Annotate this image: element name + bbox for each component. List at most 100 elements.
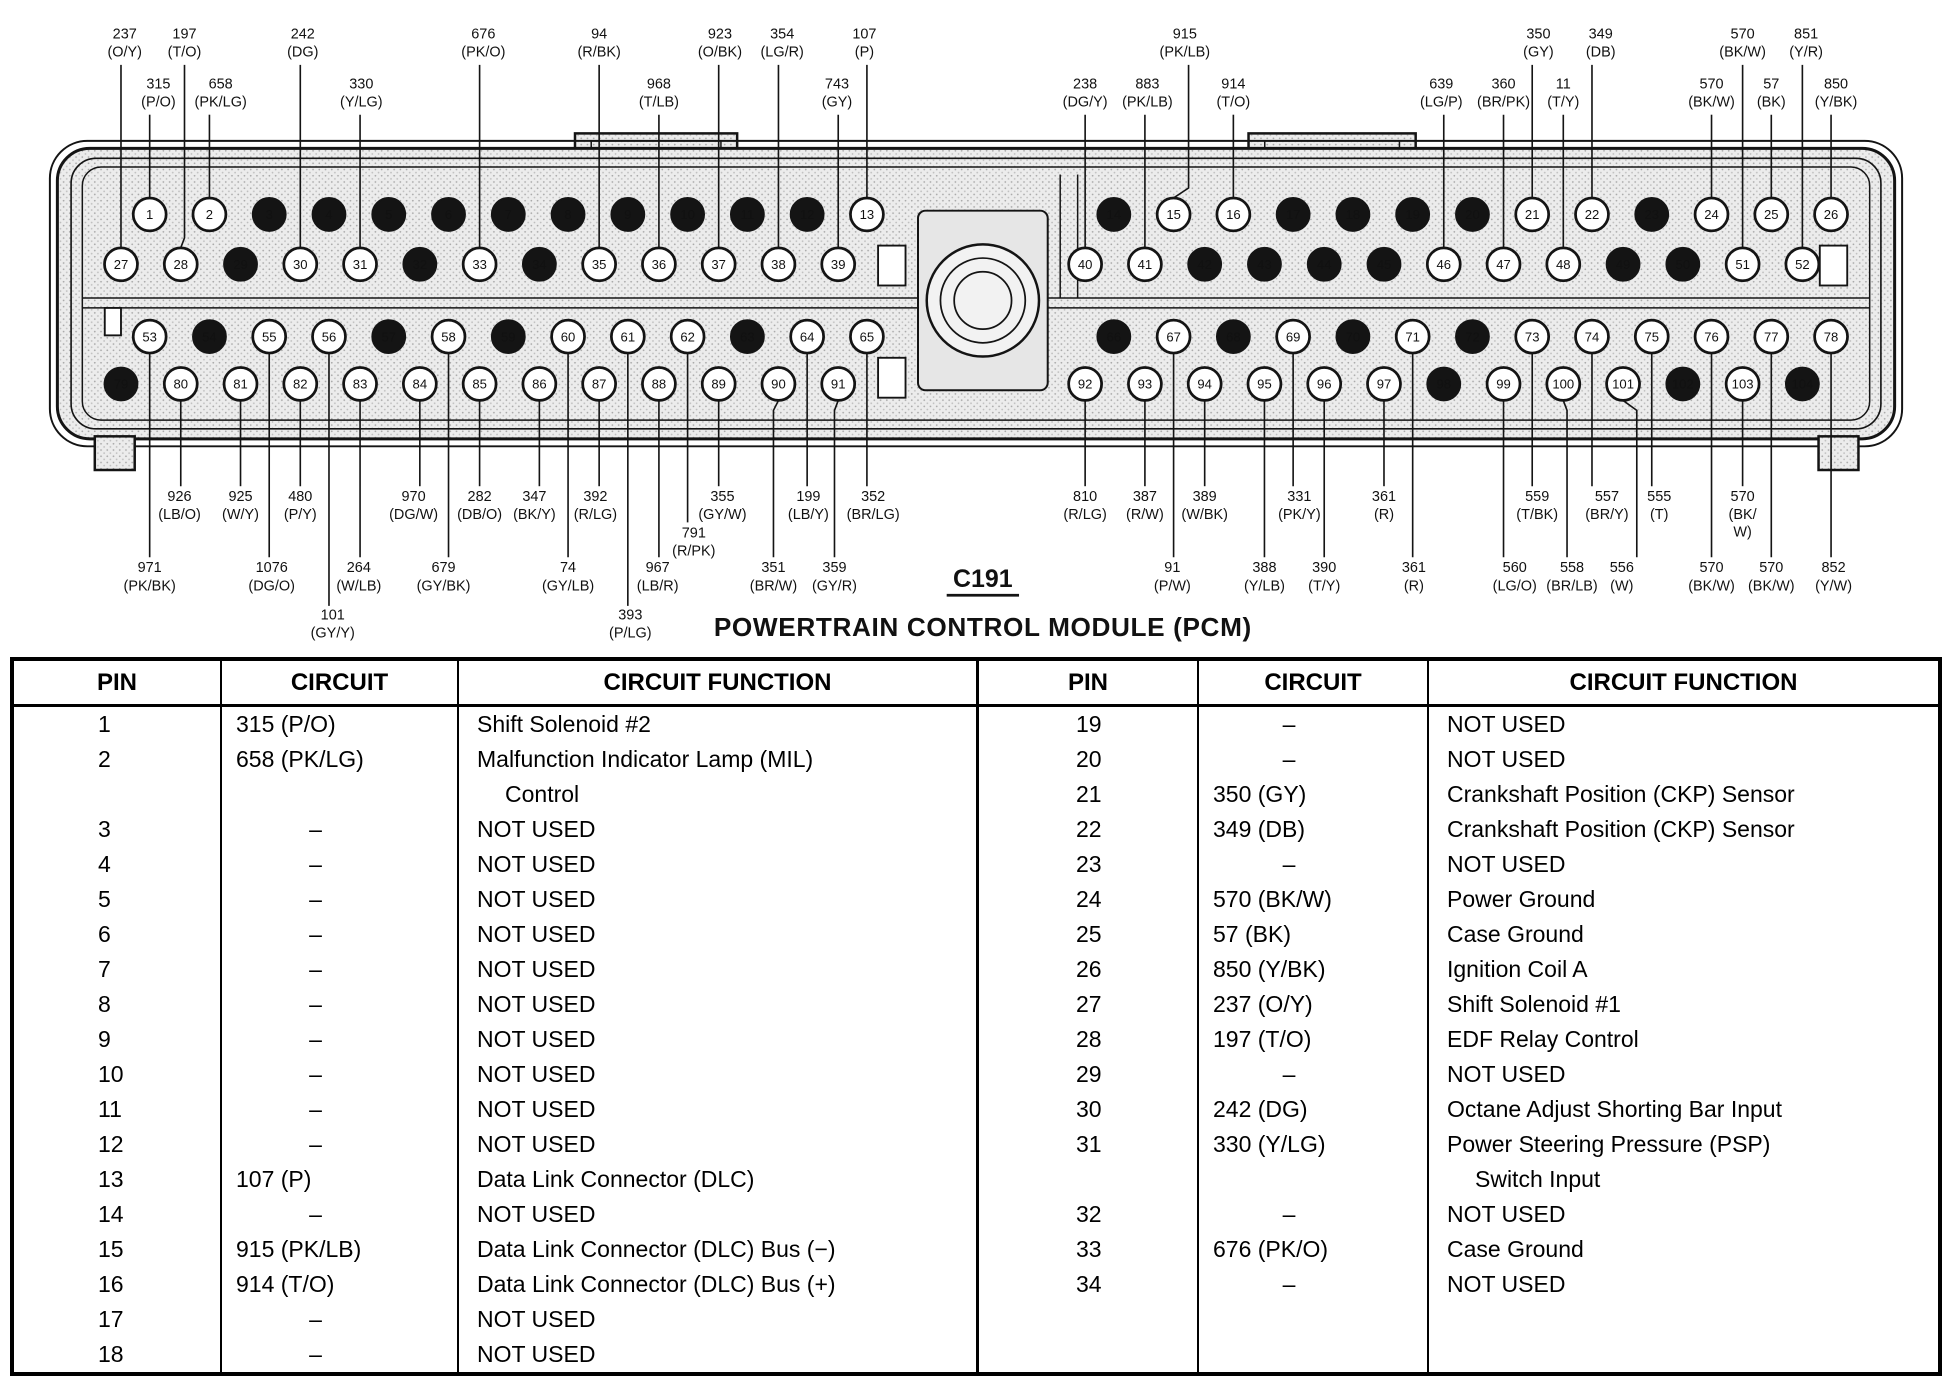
svg-text:(BK/: (BK/ — [1729, 507, 1758, 523]
svg-text:480: 480 — [288, 489, 312, 505]
pin-cell: 34 — [979, 1267, 1199, 1302]
svg-text:(BK): (BK) — [1757, 95, 1786, 111]
svg-text:68: 68 — [1226, 329, 1241, 344]
keyway — [1818, 244, 1849, 287]
function-cell: Data Link Connector (DLC) — [459, 1162, 979, 1197]
circuit-cell: – — [222, 1337, 459, 1372]
pin-cell: 8 — [14, 987, 222, 1022]
leader-line — [1562, 400, 1568, 558]
wire-label: 570(BK/W) — [1729, 489, 1758, 541]
svg-text:74: 74 — [560, 560, 576, 576]
svg-text:92: 92 — [1078, 377, 1093, 392]
svg-text:(BR/W): (BR/W) — [750, 578, 797, 594]
pin-22: 22 — [1574, 196, 1610, 233]
svg-text:96: 96 — [1317, 377, 1332, 392]
pin-cell — [979, 1162, 1199, 1197]
pin-100: 100 — [1545, 366, 1582, 402]
svg-text:6: 6 — [445, 207, 452, 222]
circuit-cell — [222, 777, 459, 812]
keyway — [877, 244, 907, 287]
wire-label: 315(P/O) — [141, 77, 176, 111]
pin-56: 56 — [311, 318, 347, 355]
pin-90: 90 — [760, 366, 797, 402]
wire-label: 390(T/Y) — [1308, 560, 1340, 594]
pin-cell: 11 — [14, 1092, 222, 1127]
pin-84: 84 — [401, 366, 438, 402]
svg-text:34: 34 — [532, 257, 547, 272]
pin-23: 23 — [1634, 197, 1670, 232]
pin-36: 36 — [641, 246, 677, 283]
diagram-title: POWERTRAIN CONTROL MODULE (PCM) — [714, 612, 1252, 642]
svg-text:38: 38 — [771, 257, 786, 272]
svg-text:72: 72 — [1465, 329, 1480, 344]
pin-31: 31 — [342, 246, 378, 283]
circuit-cell: 914 (T/O) — [222, 1267, 459, 1302]
function-cell: NOT USED — [459, 1022, 979, 1057]
svg-text:23: 23 — [1644, 207, 1659, 222]
circuit-cell — [1199, 1337, 1429, 1372]
wire-label: 925(W/Y) — [222, 489, 259, 523]
svg-text:31: 31 — [353, 257, 368, 272]
svg-text:(T/O): (T/O) — [168, 45, 202, 61]
function-cell: Power Ground — [1447, 886, 1596, 912]
svg-text:29: 29 — [233, 257, 248, 272]
svg-text:35: 35 — [592, 257, 607, 272]
pin-30: 30 — [282, 246, 319, 283]
wire-label: 74(GY/LB) — [542, 560, 594, 594]
pin-cell: 9 — [14, 1022, 222, 1057]
pin-95: 95 — [1246, 366, 1283, 402]
svg-text:559: 559 — [1525, 489, 1549, 505]
function-cell: NOT USED — [1447, 746, 1566, 772]
svg-text:(W): (W) — [1610, 578, 1633, 594]
wire-label: 57(BK) — [1757, 77, 1786, 111]
pin-cell: 6 — [14, 917, 222, 952]
svg-text:639: 639 — [1429, 77, 1453, 93]
function-cell: Shift Solenoid #2 — [459, 707, 979, 742]
svg-text:16: 16 — [1226, 207, 1241, 222]
pin-cell — [979, 1302, 1199, 1337]
svg-text:(R/W): (R/W) — [1126, 507, 1164, 523]
svg-text:(P): (P) — [855, 45, 874, 61]
pin-59: 59 — [490, 319, 526, 354]
leader-line — [833, 400, 839, 558]
pin-cell: 26 — [979, 952, 1199, 987]
wire-label: 970(DG/W) — [389, 489, 438, 523]
pin-97: 97 — [1366, 366, 1402, 402]
svg-text:(GY/Y): (GY/Y) — [311, 626, 355, 642]
svg-text:967: 967 — [646, 560, 670, 576]
pin-88: 88 — [641, 366, 677, 402]
wire-label: 679(GY/BK) — [417, 560, 471, 594]
wire-label: 923(O/BK) — [698, 27, 742, 61]
svg-text:93: 93 — [1138, 377, 1153, 392]
pin-10: 10 — [670, 197, 706, 232]
wire-label: 349(DB) — [1586, 27, 1616, 61]
pin-cell: 7 — [14, 952, 222, 987]
svg-text:392: 392 — [583, 489, 607, 505]
pin-3: 3 — [251, 197, 287, 232]
wire-label: 347(BK/Y) — [513, 489, 556, 523]
svg-text:(PK/LG): (PK/LG) — [195, 95, 247, 111]
svg-text:(BR/PK): (BR/PK) — [1477, 95, 1530, 111]
function-cell: NOT USED — [459, 952, 979, 987]
pin-cell: 13 — [14, 1162, 222, 1197]
svg-text:1076: 1076 — [256, 560, 288, 576]
svg-text:351: 351 — [761, 560, 785, 576]
svg-text:84: 84 — [413, 377, 428, 392]
wire-label: 331(PK/Y) — [1278, 489, 1321, 523]
pin-11: 11 — [729, 197, 765, 232]
pin-34: 34 — [521, 246, 557, 282]
function-cell: Shift Solenoid #1 — [1447, 991, 1621, 1017]
svg-text:676: 676 — [471, 27, 495, 43]
function-cell: NOT USED — [459, 1127, 979, 1162]
pin-cell: 29 — [979, 1057, 1199, 1092]
svg-text:53: 53 — [142, 329, 157, 344]
svg-text:390: 390 — [1312, 560, 1336, 576]
pin-14: 14 — [1096, 197, 1132, 232]
svg-text:315: 315 — [146, 77, 170, 93]
pin-cell: 30 — [979, 1092, 1199, 1127]
svg-text:50: 50 — [1676, 257, 1691, 272]
wire-label: 557(BR/Y) — [1585, 489, 1628, 523]
wire-label: 351 (BR/W) — [750, 560, 797, 594]
function-cell: NOT USED — [1447, 851, 1566, 877]
